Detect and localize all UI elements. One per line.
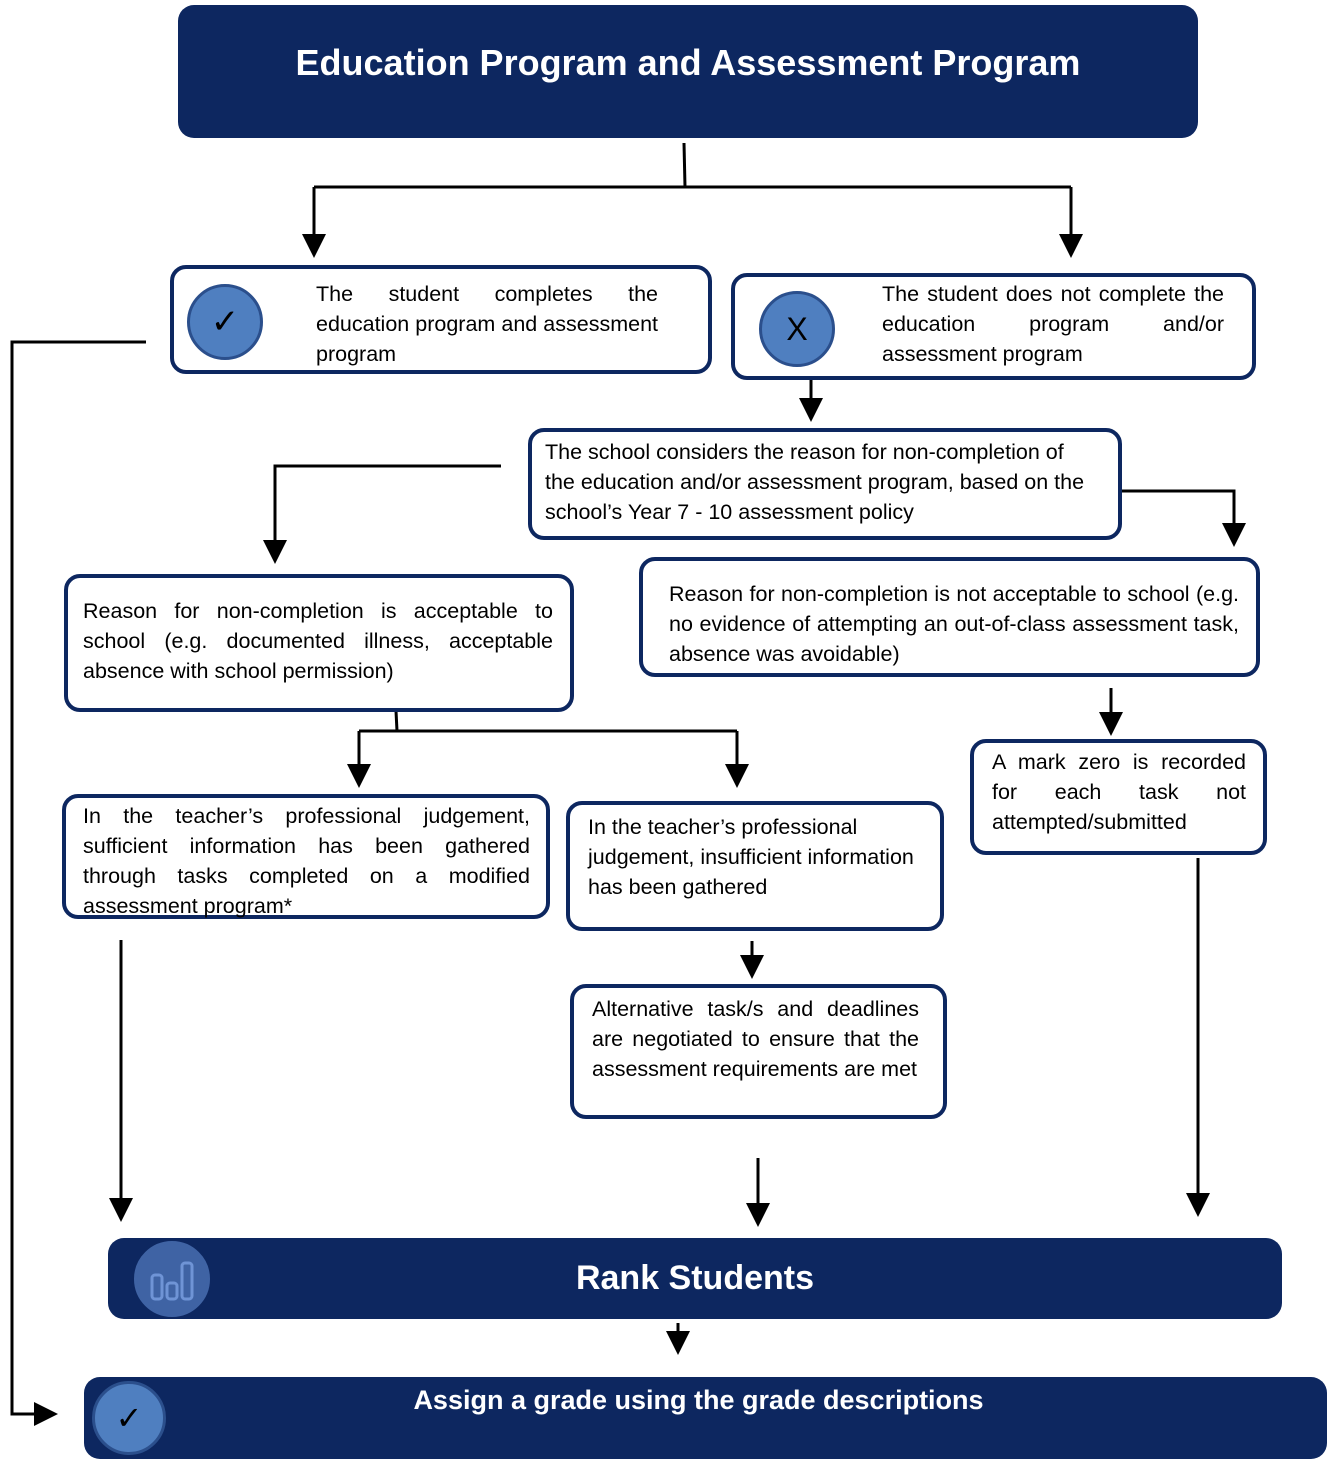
not-completes-box: X The student does not complete the educ… [731, 273, 1256, 380]
school-considers-box: The school considers the reason for non-… [528, 428, 1122, 540]
assign-grade-banner: ✓ Assign a grade using the grade descrip… [84, 1377, 1327, 1459]
assign-grade-label: Assign a grade using the grade descripti… [413, 1385, 984, 1415]
school-considers-text: The school considers the reason for non-… [545, 440, 1085, 524]
sufficient-box: In the teacher’s professional judgement,… [62, 794, 550, 919]
not-acceptable-text: Reason for non-completion is not accepta… [669, 582, 1239, 666]
rank-students-label: Rank Students [575, 1259, 815, 1297]
acceptable-text: Reason for non-completion is acceptable … [83, 599, 553, 683]
x-icon: X [759, 291, 835, 367]
mark-zero-text: A mark zero is recorded for each task no… [992, 750, 1246, 834]
bar-chart-icon [134, 1241, 210, 1317]
mark-zero-box: A mark zero is recorded for each task no… [970, 739, 1267, 855]
check-icon: ✓ [187, 284, 263, 360]
alternative-text: Alternative task/s and deadlines are neg… [592, 997, 919, 1081]
arrow-completes-to-assign [10, 340, 146, 1426]
acceptable-box: Reason for non-completion is acceptable … [64, 574, 574, 712]
completes-box: ✓ The student completes the education pr… [170, 265, 712, 374]
alternative-box: Alternative task/s and deadlines are neg… [570, 984, 947, 1119]
title-banner: Education Program and Assessment Program [178, 5, 1198, 138]
arrow-to-acceptable [263, 464, 501, 564]
check-icon: ✓ [92, 1381, 166, 1455]
sufficient-text: In the teacher’s professional judgement,… [83, 804, 530, 918]
connector-title-stem [682, 142, 687, 188]
bar-chart-glyph [150, 1261, 194, 1301]
arrow-to-not-acceptable [1122, 489, 1246, 547]
not-completes-text: The student does not complete the educat… [882, 282, 1224, 366]
completes-text: The student completes the education prog… [316, 282, 658, 366]
rank-students-banner: Rank Students [108, 1238, 1282, 1319]
not-acceptable-box: Reason for non-completion is not accepta… [639, 557, 1260, 677]
title-text: Education Program and Assessment Program [295, 41, 1081, 83]
insufficient-box: In the teacher’s professional judgement,… [566, 801, 944, 931]
insufficient-text: In the teacher’s professional judgement,… [588, 815, 914, 899]
connector-acceptable-stem [394, 710, 399, 732]
